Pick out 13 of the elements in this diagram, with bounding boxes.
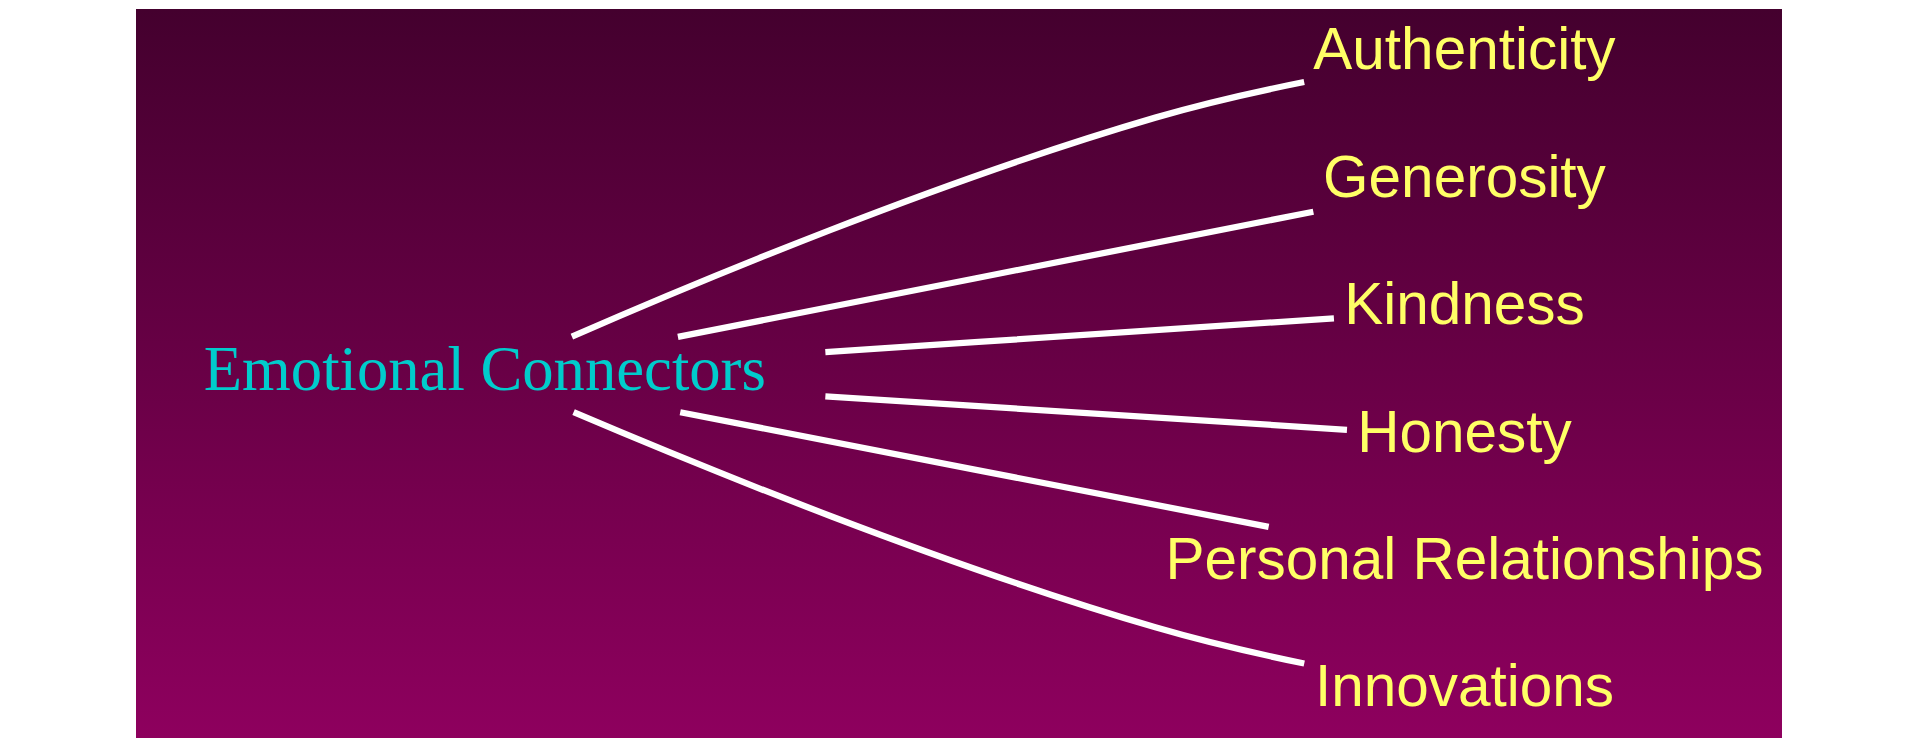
node-text: Personal Relationships bbox=[1164, 525, 1764, 591]
connector bbox=[824, 314, 1334, 355]
node-text: Kindness bbox=[1343, 270, 1585, 336]
connector bbox=[570, 78, 1305, 340]
node-text: Honesty bbox=[1356, 398, 1572, 464]
connector bbox=[679, 408, 1269, 530]
node-text: Emotional Connectors bbox=[203, 333, 766, 404]
connector bbox=[571, 408, 1305, 667]
node-text: Generosity bbox=[1322, 143, 1606, 209]
connector bbox=[824, 392, 1347, 433]
connector bbox=[676, 208, 1314, 340]
node-text: Authenticity bbox=[1312, 15, 1616, 81]
node-text: Innovations bbox=[1314, 652, 1614, 718]
